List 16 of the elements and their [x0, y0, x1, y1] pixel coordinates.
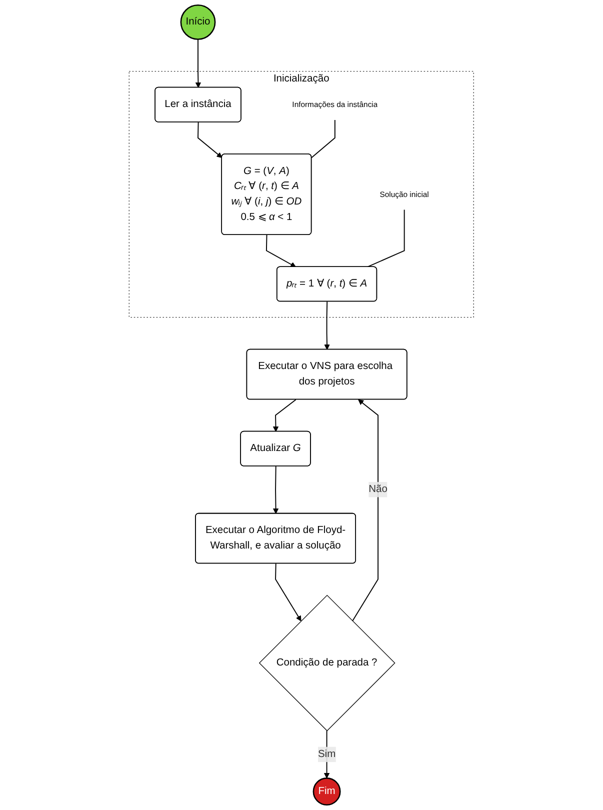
node-diamond: Condição de parada ? — [259, 594, 396, 732]
connector — [367, 209, 405, 268]
edge-label: Não — [368, 484, 388, 495]
arrow — [275, 563, 302, 622]
edge-label: Sim — [318, 748, 336, 760]
node-circle: Início — [180, 4, 216, 40]
arrow — [198, 122, 222, 158]
arrow — [273, 399, 296, 432]
arrow — [352, 399, 379, 622]
arrow — [196, 38, 202, 88]
arrow — [266, 234, 296, 268]
arrow — [324, 730, 330, 778]
arrow — [324, 301, 330, 350]
arrow — [273, 466, 279, 514]
connector — [311, 119, 336, 158]
node-circle: Fim — [312, 778, 341, 806]
